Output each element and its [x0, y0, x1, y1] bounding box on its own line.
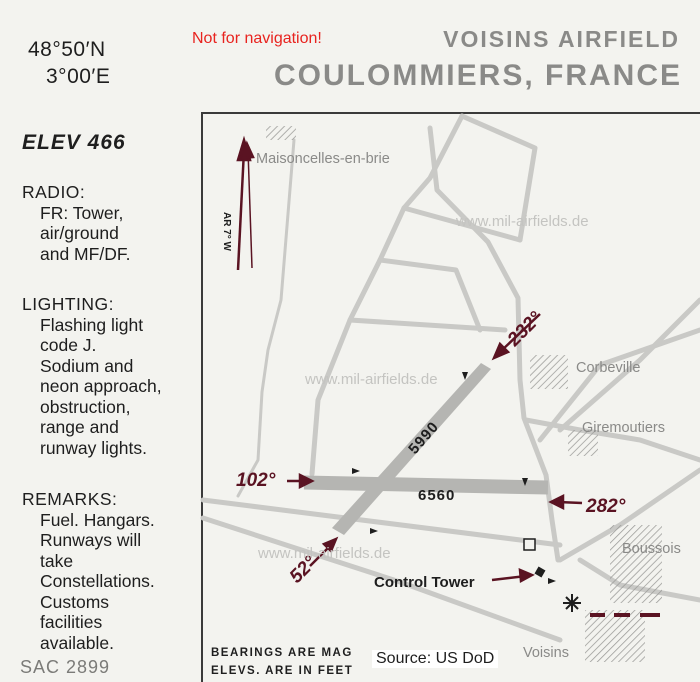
footer-bearings-note: BEARINGS ARE MAG [211, 647, 353, 659]
remarks-line: Runways will [40, 530, 142, 550]
bearing-label-282: 282° [585, 496, 626, 517]
bearing-label-102: 102° [236, 470, 276, 491]
remarks-section: REMARKS: Fuel. Hangars. Runways will tak… [22, 489, 202, 653]
radio-heading: RADIO: [22, 182, 86, 202]
remarks-heading: REMARKS: [22, 489, 118, 509]
lighting-heading: LIGHTING: [22, 294, 115, 314]
village-giremoutiers-area [568, 430, 598, 456]
runway-10-28 [303, 475, 549, 495]
control-tower-marker [534, 566, 546, 578]
remarks-body: Fuel. Hangars. Runways will take Constel… [22, 510, 202, 654]
radio-body: FR: Tower, air/ground and MF/DF. [22, 203, 197, 265]
place-boussois: Boussois [622, 541, 681, 557]
lighting-line: neon approach, [40, 376, 162, 396]
lighting-body: Flashing light code J. Sodium and neon a… [22, 315, 202, 459]
radio-line: FR: Tower, [40, 202, 124, 223]
bearing-arrowhead-102 [298, 472, 315, 490]
remarks-line: take [40, 550, 74, 571]
remarks-line: available. [40, 632, 114, 653]
bearing-arrowhead-282 [548, 493, 565, 511]
lighting-line: code J. [40, 335, 97, 355]
remarks-line: Fuel. Hangars. [40, 509, 155, 530]
lighting-line: Sodium and [40, 355, 134, 376]
remarks-line: Customs [40, 591, 110, 612]
lighting-line: range and [40, 417, 119, 437]
bearing-arrows [287, 313, 583, 584]
watermark-top: www.mil-airfields.de [455, 213, 589, 230]
map-frame [201, 112, 700, 682]
magnetic-north-arrowhead [241, 140, 255, 160]
beacon-icon [563, 594, 581, 612]
radio-line: air/ground [40, 223, 119, 243]
place-giremoutiers: Giremoutiers [582, 420, 665, 436]
navigation-warning: Not for navigation! [192, 30, 322, 47]
watermark-middle: www.mil-airfields.de [304, 371, 438, 388]
lighting-section: LIGHTING: Flashing light code J. Sodium … [22, 294, 202, 458]
airfield-location: COULOMMIERS, FRANCE [274, 59, 682, 92]
latitude: 48°50′N [28, 38, 106, 61]
north-arrow [236, 135, 255, 271]
runway-05-23 [332, 363, 491, 535]
lighting-line: Flashing light [40, 314, 144, 335]
north-arrow-label: AR 7° W [221, 212, 232, 252]
control-tower-label: Control Tower [374, 574, 475, 591]
place-corbeville: Corbeville [576, 360, 640, 376]
control-tower-arrowhead [518, 568, 535, 584]
built-up-areas [266, 126, 662, 662]
radio-line: and MF/DF. [40, 243, 131, 264]
village-maisoncelles-area [266, 126, 296, 140]
bearing-arrowhead-52 [321, 536, 339, 554]
airfield-title: VOISINS AIRFIELD [443, 26, 680, 52]
radio-section: RADIO: FR: Tower, air/ground and MF/DF. [22, 182, 197, 264]
chart-code: SAC 2899 [20, 657, 111, 677]
footer-elevations-note: ELEVS. ARE IN FEET [211, 665, 354, 677]
runway-length-6560: 6560 [418, 487, 455, 504]
bearing-arrowhead-232 [491, 341, 511, 361]
lighting-line: obstruction, [40, 396, 131, 417]
place-maisoncelles: Maisoncelles-en-brie [256, 151, 390, 167]
road-network [200, 113, 700, 643]
longitude: 3°00′E [46, 65, 111, 88]
elevation-label: ELEV 466 [22, 131, 126, 154]
village-corbeville-area [530, 355, 568, 389]
lighting-line: runway lights. [40, 437, 147, 458]
runways [303, 363, 549, 535]
village-voisins-area [585, 610, 645, 662]
watermark-bottom: www.mil-airfields.de [257, 545, 391, 562]
remarks-line: Constellations. [40, 571, 155, 591]
source-credit: Source: US DoD [372, 650, 499, 668]
dispersal-markers [352, 372, 556, 584]
remarks-line: facilities [40, 612, 103, 632]
village-boussois-area [610, 525, 662, 603]
map-footer-notes: BEARINGS ARE MAG ELEVS. ARE IN FEET [211, 644, 353, 680]
control-tower-building [523, 538, 536, 551]
place-voisins: Voisins [523, 645, 569, 661]
